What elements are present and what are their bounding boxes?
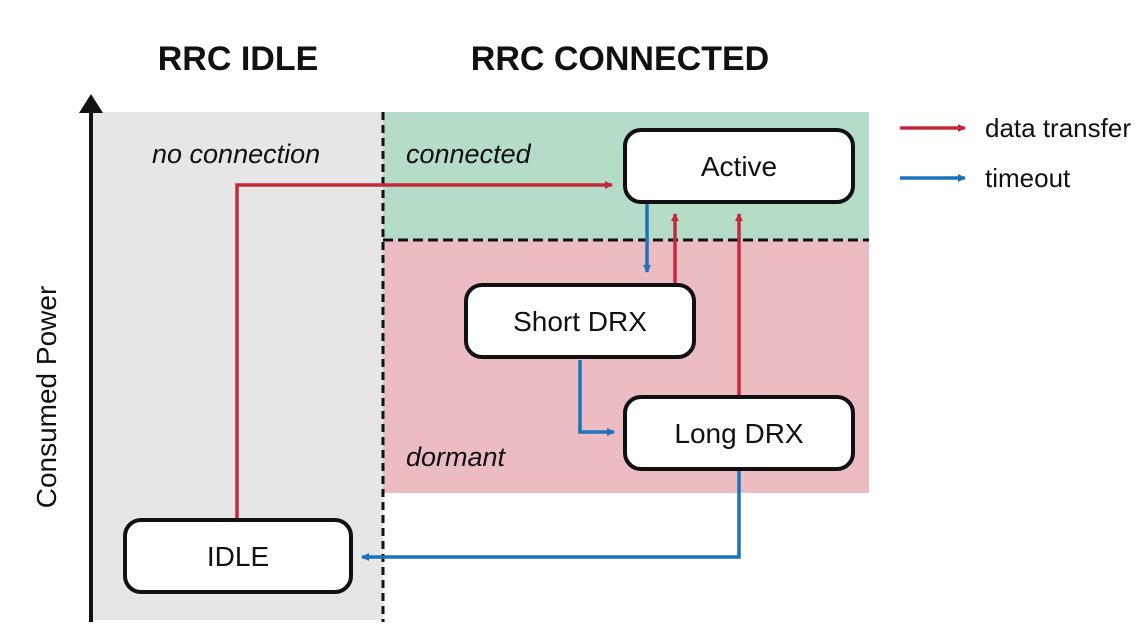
node-long-drx: Long DRX <box>623 395 855 471</box>
header-rrc-idle: RRC IDLE <box>158 40 319 78</box>
node-idle-label: IDLE <box>207 541 269 572</box>
zone-label-no-connection: no connection <box>152 139 320 169</box>
legend-data-transfer-label: data transfer <box>985 113 1131 143</box>
node-idle: IDLE <box>123 518 353 594</box>
node-long-drx-label: Long DRX <box>674 418 804 449</box>
edge-long-drx-to-idle <box>361 470 741 561</box>
legend-timeout-label: timeout <box>985 163 1071 193</box>
header-rrc-connected: RRC CONNECTED <box>471 40 769 78</box>
node-short-drx-label: Short DRX <box>513 306 647 337</box>
legend: data transfer timeout <box>900 113 1131 193</box>
axis-label: Consumed Power <box>31 286 62 509</box>
zone-label-dormant: dormant <box>406 442 507 472</box>
axis-arrow-icon <box>79 94 103 113</box>
zone-label-connected: connected <box>406 139 532 169</box>
edge-idle-to-active <box>235 181 613 519</box>
node-short-drx: Short DRX <box>464 283 696 359</box>
node-active-label: Active <box>701 151 777 182</box>
node-active: Active <box>623 128 855 204</box>
edge-short-drx-to-long-drx <box>578 360 615 436</box>
